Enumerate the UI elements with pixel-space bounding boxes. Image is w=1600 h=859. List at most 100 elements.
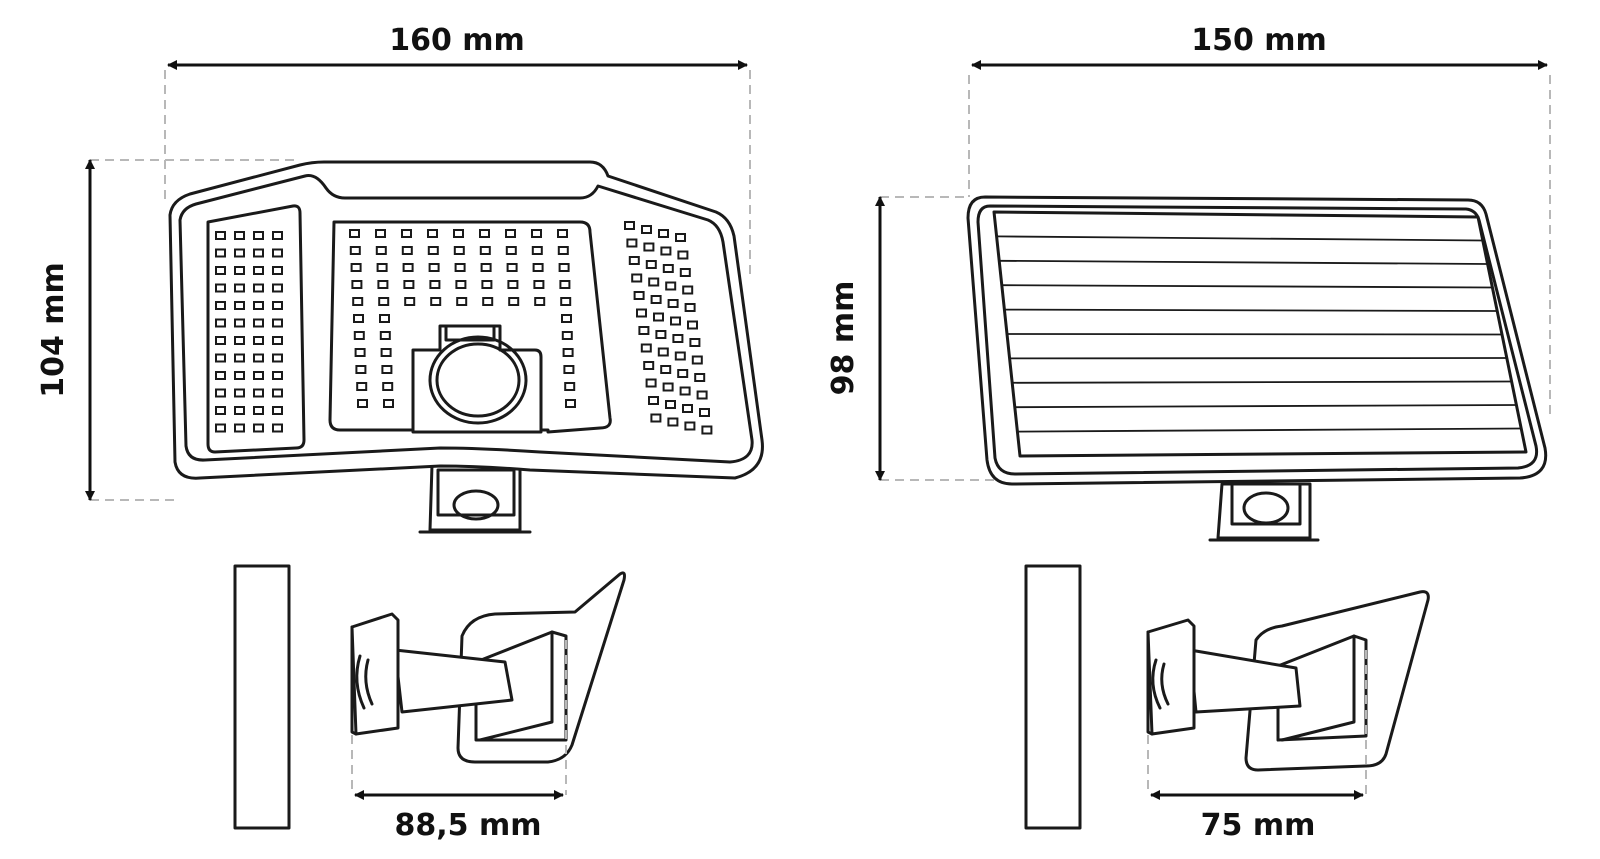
- led-dot: [508, 297, 520, 306]
- led-dot: [253, 248, 264, 258]
- cell-line: [996, 235, 1483, 242]
- led-dot: [215, 283, 226, 293]
- led-dot: [624, 221, 635, 230]
- cell-line: [1012, 380, 1512, 384]
- led-dot: [272, 266, 283, 275]
- lamp-wall-plate: [233, 564, 291, 830]
- cell-line: [1006, 333, 1503, 336]
- led-dot: [643, 361, 655, 370]
- led-dot: [215, 423, 226, 433]
- led-dot: [648, 396, 659, 405]
- led-dot: [215, 231, 226, 240]
- led-dot: [234, 336, 245, 345]
- led-dot: [650, 413, 662, 423]
- led-dot: [684, 421, 696, 431]
- led-dot: [253, 336, 264, 345]
- led-dot: [657, 347, 669, 357]
- led-dot: [234, 353, 245, 363]
- lamp-center-led-panel: [328, 220, 612, 434]
- led-dot: [684, 303, 696, 312]
- led-dot: [379, 331, 391, 340]
- led-dot: [215, 371, 226, 380]
- led-dot: [272, 336, 283, 345]
- led-dot: [563, 365, 575, 374]
- led-dot: [561, 331, 573, 340]
- led-dot: [253, 283, 264, 293]
- led-dot: [375, 229, 386, 238]
- led-dot: [674, 351, 686, 361]
- led-dot: [234, 406, 245, 415]
- led-dot: [480, 263, 492, 272]
- led-dot: [482, 297, 494, 306]
- led-dot: [506, 263, 518, 272]
- led-dot: [272, 248, 283, 258]
- led-dot: [215, 353, 226, 363]
- led-dot: [633, 291, 645, 300]
- led-dot: [699, 408, 710, 417]
- led-dot: [561, 314, 572, 323]
- lamp-left-leds: [215, 231, 283, 433]
- led-dot: [558, 263, 570, 272]
- led-dot: [215, 318, 226, 328]
- led-dot: [453, 246, 465, 255]
- led-dot: [403, 280, 415, 289]
- led-dot: [675, 233, 686, 242]
- led-dot: [234, 231, 245, 240]
- lamp-sensor-lens-icon: [428, 335, 528, 425]
- led-dot: [687, 320, 698, 330]
- led-dot: [382, 382, 394, 391]
- led-dot: [253, 231, 264, 240]
- cell-line: [1001, 284, 1493, 289]
- led-dot: [454, 263, 466, 272]
- lamp-right-leds: [624, 221, 713, 435]
- led-dot: [682, 404, 693, 413]
- led-dot: [631, 273, 643, 283]
- led-dot: [481, 280, 493, 289]
- led-dot: [655, 330, 667, 339]
- led-dot: [272, 371, 283, 380]
- led-dot: [667, 299, 679, 308]
- led-dot: [628, 256, 640, 265]
- led-dot: [253, 423, 264, 433]
- led-dot: [215, 301, 226, 310]
- led-dot: [272, 301, 283, 310]
- led-dot: [349, 229, 360, 238]
- led-dot: [378, 297, 390, 306]
- led-dot: [662, 382, 674, 392]
- led-dot: [356, 382, 368, 391]
- led-dot: [253, 266, 264, 275]
- led-dot: [234, 266, 245, 275]
- led-dot: [234, 248, 245, 258]
- led-dot: [272, 388, 283, 398]
- led-dot: [479, 229, 490, 238]
- led-dot: [351, 280, 363, 289]
- led-dot: [557, 246, 569, 255]
- led-dot: [253, 371, 264, 380]
- led-dot: [357, 399, 368, 408]
- led-dot: [638, 326, 650, 335]
- cell-line: [1017, 427, 1522, 433]
- led-dot: [565, 399, 576, 408]
- led-dot: [427, 229, 438, 238]
- led-dot: [507, 280, 519, 289]
- panel-mount-label: 75 mm: [1201, 808, 1316, 843]
- led-dot: [401, 229, 412, 238]
- led-dot: [689, 338, 701, 347]
- led-dot: [381, 365, 393, 374]
- led-dot: [352, 297, 364, 306]
- led-dot: [350, 263, 362, 272]
- led-dot: [215, 406, 226, 415]
- led-dot: [404, 297, 416, 306]
- lamp-unit: 160 mm 104 mm: [36, 23, 764, 843]
- led-dot: [701, 425, 713, 435]
- led-dot: [479, 246, 491, 255]
- cell-line: [999, 259, 1488, 265]
- panel-width-label: 150 mm: [1191, 23, 1327, 58]
- led-dot: [677, 369, 689, 378]
- led-dot: [559, 280, 571, 289]
- led-dot: [401, 246, 413, 255]
- led-dot: [234, 423, 245, 433]
- led-dot: [253, 353, 264, 363]
- led-dot: [354, 348, 366, 357]
